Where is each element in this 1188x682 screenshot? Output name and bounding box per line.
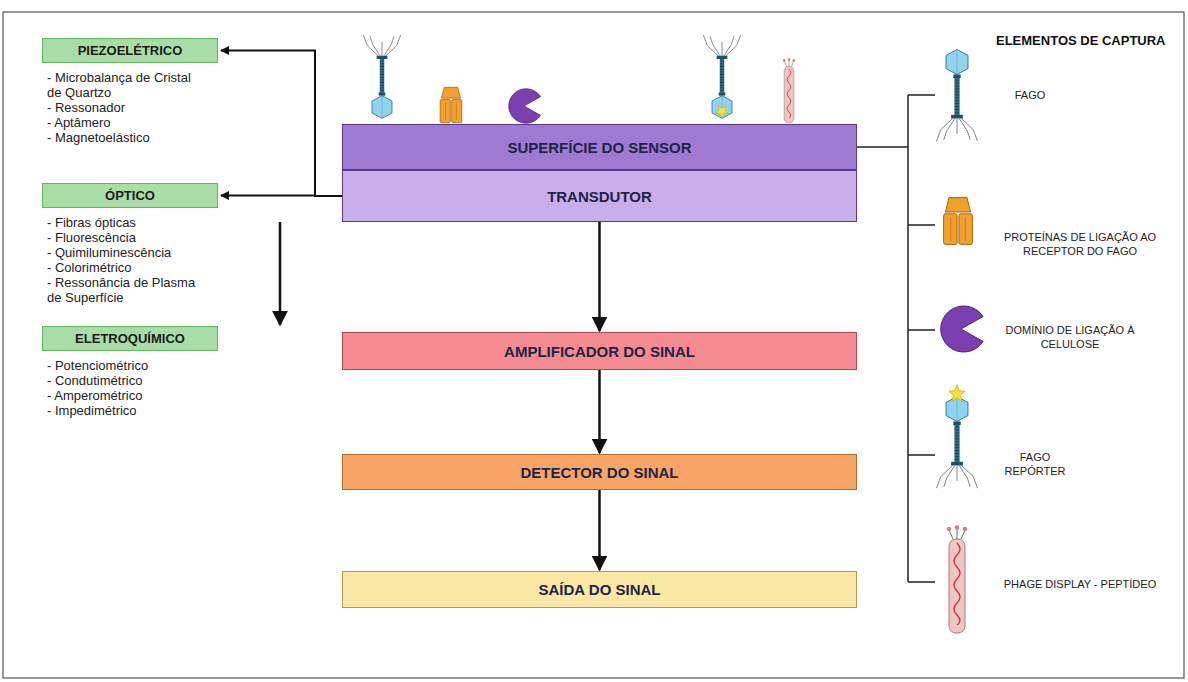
transducer-type-box: ÓPTICO- Fibras ópticas- Fluorescência- Q… (42, 183, 218, 208)
box-heading: SAÍDA DO SINAL (539, 581, 661, 598)
process-box: AMPLIFICADOR DO SINAL (342, 332, 857, 370)
list-item: - Quimiluminescência (47, 245, 197, 260)
element-label: FAGO REPÓRTER (1000, 450, 1070, 478)
method-list: - Fibras ópticas- Fluorescência- Quimilu… (47, 215, 197, 305)
box-heading: SUPERFÍCIE DO SENSOR (507, 139, 691, 156)
transducer-type-box: ELETROQUÍMICO- Potenciométrico- Condutim… (42, 326, 218, 351)
process-box: SAÍDA DO SINAL (342, 571, 857, 608)
connector-arrow (221, 51, 342, 197)
list-item: - Ressonador (47, 100, 197, 115)
method-list: - Potenciométrico- Condutimétrico- Amper… (47, 358, 197, 418)
list-item: - Ressonância de Plasma de Superfície (47, 275, 197, 305)
list-item: - Microbalança de Cristal de Quartzo (47, 70, 197, 100)
list-item: - Magnetoelástico (47, 130, 197, 145)
column-heading: ELEMENTOS DE CAPTURA (996, 34, 1176, 48)
box-heading: ÓPTICO (105, 188, 155, 203)
list-item: - Fluorescência (47, 230, 197, 245)
box-heading: DETECTOR DO SINAL (520, 464, 678, 481)
list-item: - Condutimétrico (47, 373, 197, 388)
connector-arrow (598, 370, 601, 453)
box-heading: AMPLIFICADOR DO SINAL (504, 343, 695, 360)
box-heading: TRANSDUTOR (547, 188, 652, 205)
transducer-band: TRANSDUTOR (342, 170, 857, 222)
process-box: DETECTOR DO SINAL (342, 454, 857, 490)
box-heading: ELETROQUÍMICO (75, 331, 185, 346)
list-item: - Aptâmero (47, 115, 197, 130)
box-heading: PIEZOELÉTRICO (78, 43, 183, 58)
method-list: - Microbalança de Cristal de Quartzo- Re… (47, 70, 197, 145)
transducer-type-box: PIEZOELÉTRICO- Microbalança de Cristal d… (42, 38, 218, 63)
list-item: - Impedimétrico (47, 403, 197, 418)
element-label: PHAGE DISPLAY - PEPTÍDEO (990, 577, 1170, 591)
connector-arrow (598, 490, 601, 570)
element-label: FAGO (1000, 88, 1060, 102)
list-item: - Colorimétrico (47, 260, 197, 275)
element-label: PROTEÍNAS DE LIGAÇÃO AO RECEPTOR DO FAGO (990, 230, 1170, 258)
sensor-surface-band: SUPERFÍCIE DO SENSOR (342, 124, 857, 170)
list-item: - Amperométrico (47, 388, 197, 403)
connector-arrow (598, 222, 601, 331)
list-item: - Fibras ópticas (47, 215, 197, 230)
connector-arrow (221, 195, 342, 198)
element-label: DOMÍNIO DE LIGAÇÃO À CELULOSE (1000, 323, 1140, 351)
connector-arrow (279, 222, 282, 325)
list-item: - Potenciométrico (47, 358, 197, 373)
